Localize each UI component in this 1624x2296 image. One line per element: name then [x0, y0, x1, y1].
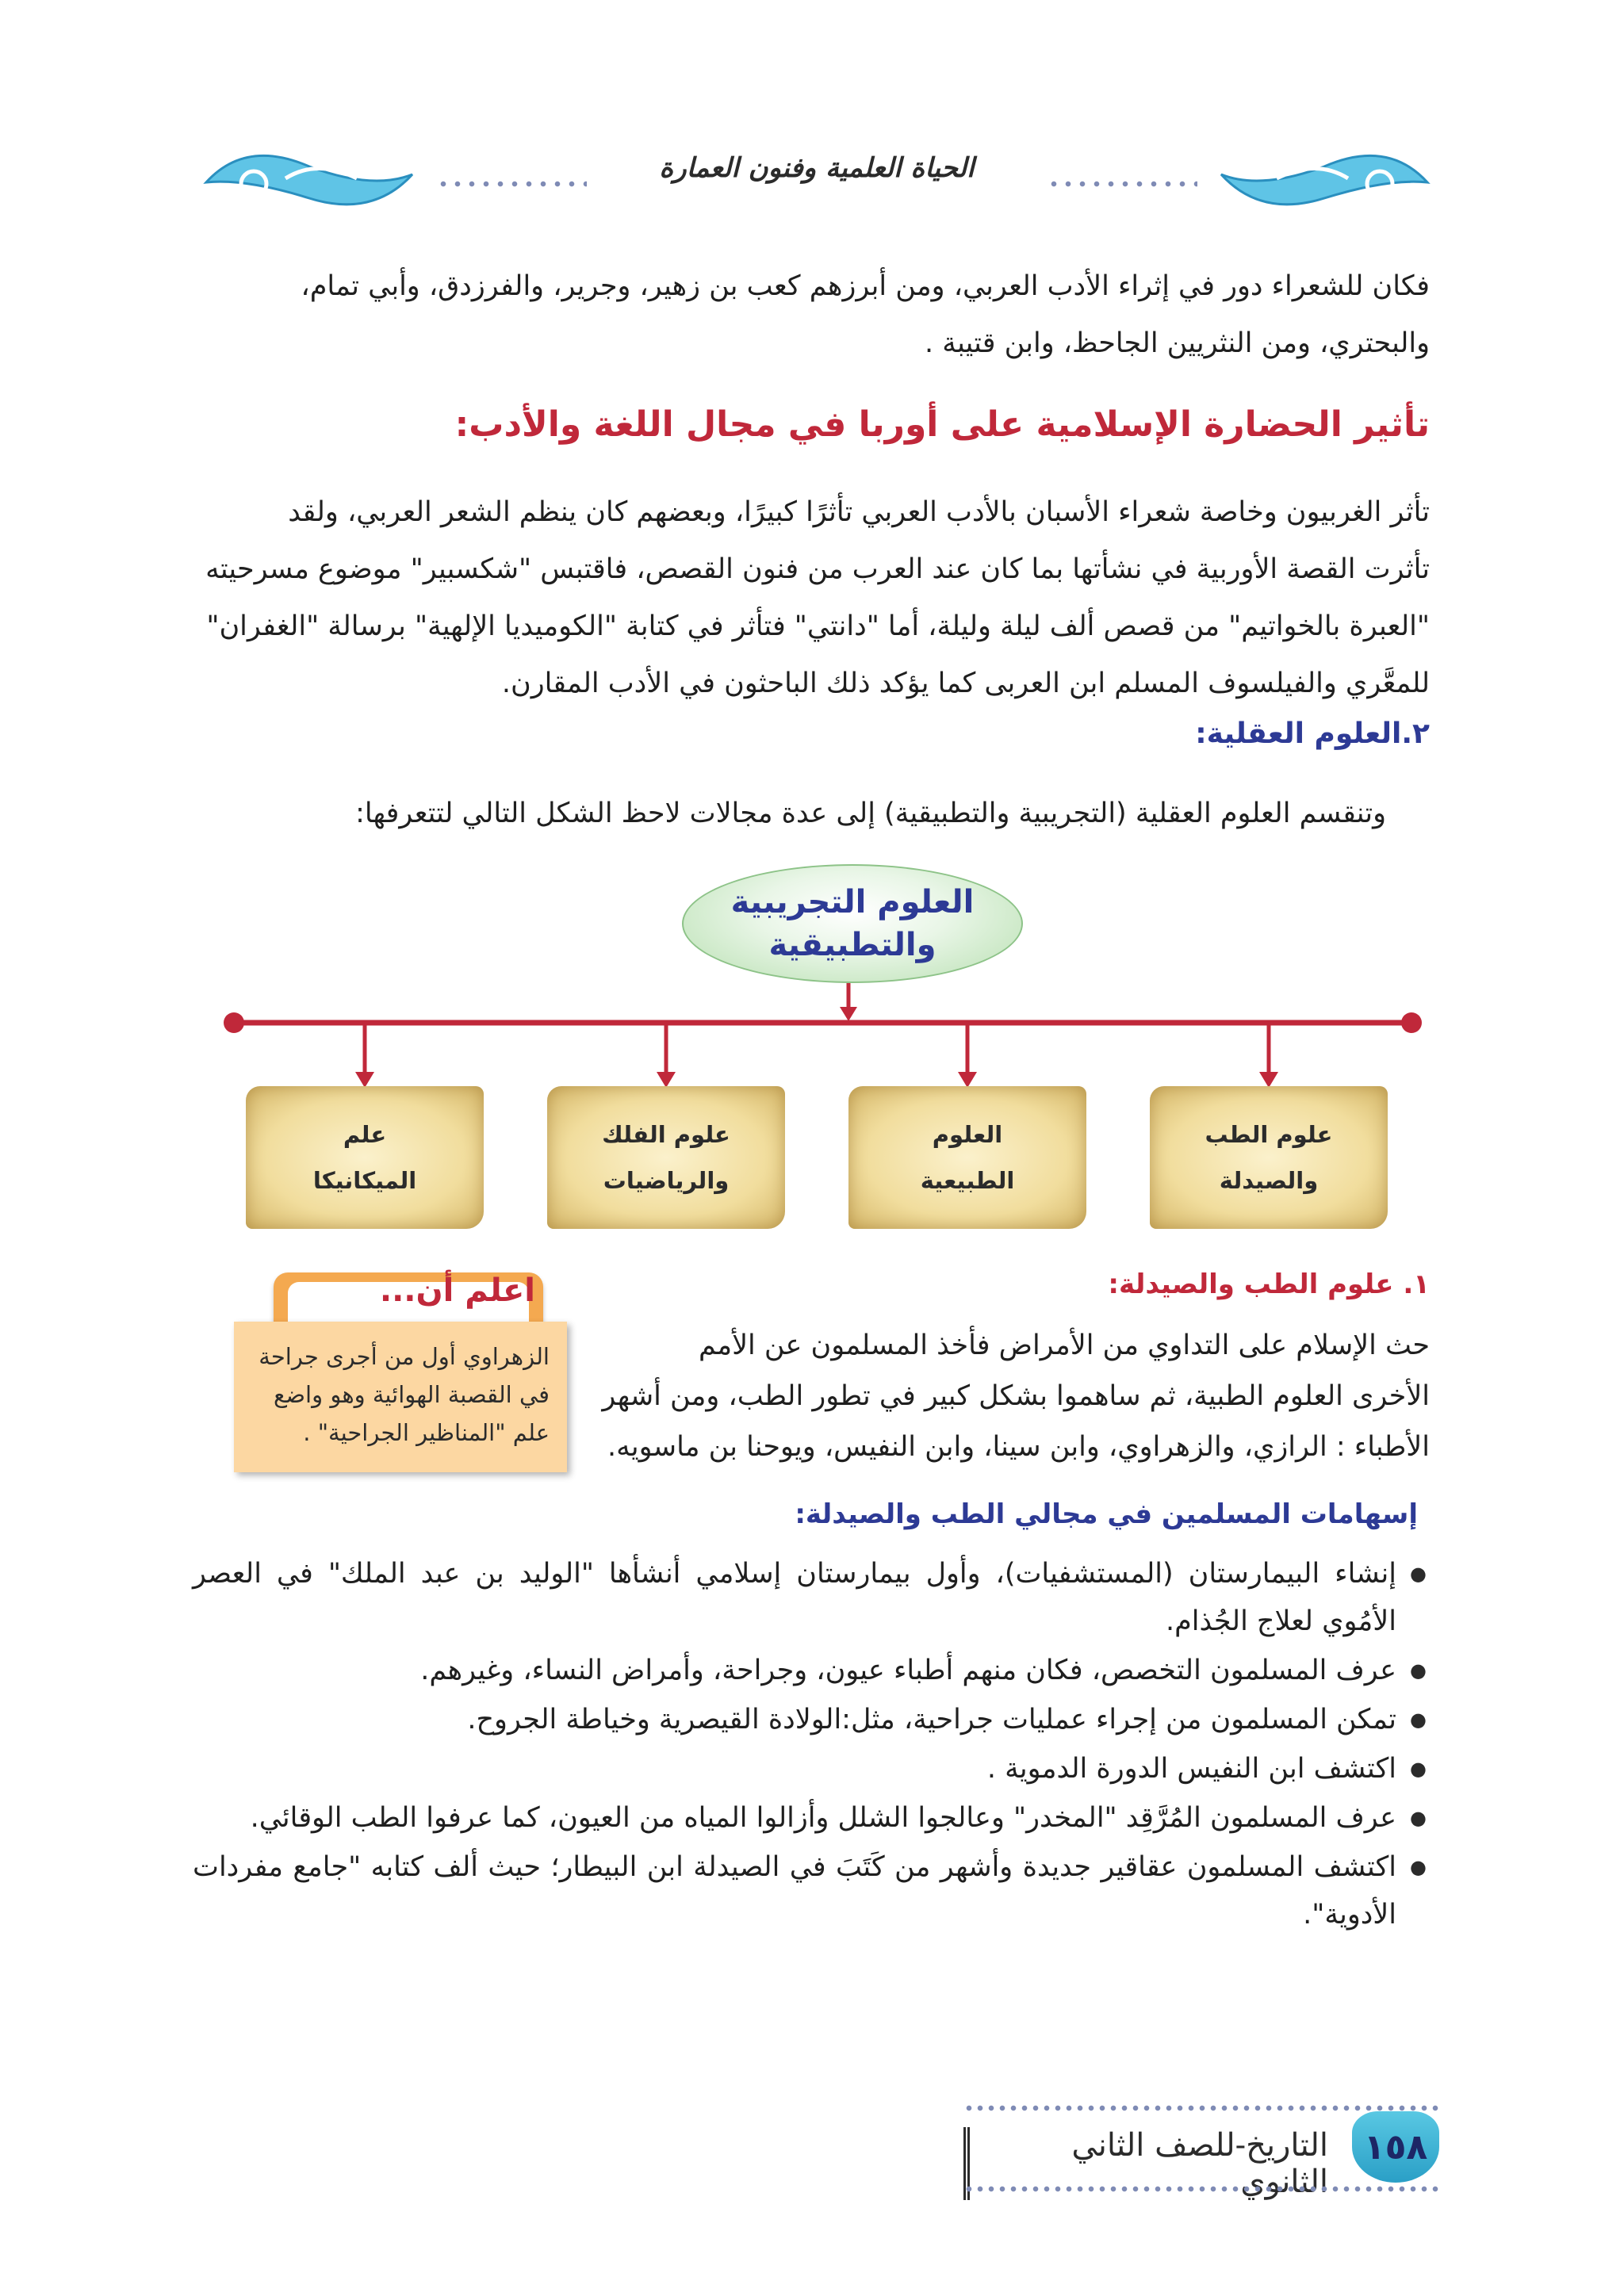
box-mechanics-line-1: علم: [343, 1121, 387, 1148]
list-item: إنشاء البيمارستان (المستشفيات)، وأول بيم…: [193, 1550, 1430, 1645]
note-text: الزهراوي أول من أجرى جراحة في القصبة اله…: [234, 1322, 567, 1472]
note-label: اعلم أن...: [379, 1272, 535, 1309]
diagram-box-astronomy: علوم الفلك والرياضيات: [547, 1086, 785, 1229]
book-title: التاريخ-للصف الثاني الثانوي: [963, 2127, 1328, 2200]
header-dots-right: [1047, 181, 1197, 187]
list-item: عرف المسلمون التخصص، فكان منهم أطباء عيو…: [193, 1647, 1430, 1694]
influence-line-2: تأثرت القصة الأوربية في نشأتها بما كان ع…: [205, 553, 1430, 585]
box-natural-line-2: الطبيعية: [920, 1167, 1015, 1194]
list-item: اكتشف ابن النفيس الدورة الدموية .: [193, 1745, 1430, 1793]
influence-line-4: للمعَّري والفيلسوف المسلم ابن العربى كما…: [501, 668, 1430, 699]
influence-paragraph: تأثر الغربيون وخاصة شعراء الأسبان بالأدب…: [193, 484, 1430, 712]
intro-line-2: والبحتري، ومن النثريين الجاحظ، وابن قتيب…: [925, 327, 1430, 359]
diagram-box-medicine: علوم الطب والصيدلة: [1150, 1086, 1388, 1229]
rational-heading: ٢.العلوم العقلية:: [1195, 718, 1430, 750]
right-ornament-icon: [1220, 154, 1431, 206]
intro-paragraph: فكان للشعراء دور في إثراء الأدب العربي، …: [193, 258, 1430, 372]
influence-heading: تأثير الحضارة الإسلامية على أوربا في مجا…: [454, 404, 1430, 445]
diagram-connectors: [224, 983, 1422, 1088]
page-number: ١٥٨: [1352, 2111, 1439, 2183]
medicine-line-1: حث الإسلام على التداوي من الأمراض فأخذ ا…: [699, 1330, 1430, 1361]
header-dots-left: [436, 181, 587, 187]
box-astronomy-line-2: والرياضيات: [603, 1167, 730, 1194]
page-header: الحياة العلمية وفنون العمارة: [198, 135, 1435, 230]
rational-text: وتنقسم العلوم العقلية (التجريبية والتطبي…: [355, 798, 1386, 829]
medicine-heading: ١. علوم الطب والصيدلة:: [1108, 1269, 1430, 1300]
diagram-box-natural: العلوم الطبيعية: [848, 1086, 1086, 1229]
medicine-line-2: الأخرى العلوم الطبية، ثم ساهموا بشكل كبي…: [602, 1380, 1430, 1412]
box-mechanics-line-2: الميكانيكا: [312, 1167, 417, 1194]
page-footer: التاريخ-للصف الثاني الثانوي ١٥٨: [963, 2105, 1439, 2200]
box-natural-line-1: العلوم: [932, 1121, 1003, 1148]
contributions-list: إنشاء البيمارستان (المستشفيات)، وأول بيم…: [193, 1550, 1430, 1940]
box-astronomy-line-1: علوم الفلك: [602, 1121, 730, 1148]
list-item: اكتشف المسلمون عقاقير جديدة وأشهر من كَت…: [193, 1843, 1430, 1938]
contributions-heading: إسهامات المسلمين في مجالي الطب والصيدلة:: [795, 1498, 1418, 1530]
sciences-diagram: العلوم التجريبية والتطبيقية علوم الطب وا…: [222, 864, 1427, 1229]
root-label-2: والتطبيقية: [768, 927, 936, 963]
list-item: عرف المسلمون المُرَّقِد "المخدر" وعالجوا…: [193, 1794, 1430, 1842]
box-medicine-line-2: والصيدلة: [1219, 1167, 1319, 1194]
influence-line-3: "العبرة بالخواتيم" من قصص ألف ليلة وليلة…: [206, 610, 1430, 642]
did-you-know-note: اعلم أن... الزهراوي أول من أجرى جراحة في…: [234, 1272, 567, 1479]
list-item: تمكن المسلمون من إجراء عمليات جراحية، مث…: [193, 1696, 1430, 1743]
medicine-paragraph: حث الإسلام على التداوي من الأمراض فأخذ ا…: [550, 1320, 1430, 1472]
diagram-box-mechanics: علم الميكانيكا: [246, 1086, 484, 1229]
header-title: الحياة العلمية وفنون العمارة: [659, 152, 975, 184]
medicine-line-3: الأطباء : الرازي، والزهراوي، وابن سينا، …: [607, 1431, 1430, 1463]
note-tab: اعلم أن...: [274, 1272, 543, 1330]
intro-line-1: فكان للشعراء دور في إثراء الأدب العربي، …: [301, 270, 1430, 302]
box-medicine-line-1: علوم الطب: [1205, 1121, 1333, 1148]
diagram-root-node: العلوم التجريبية والتطبيقية: [682, 864, 1023, 983]
influence-line-1: تأثر الغربيون وخاصة شعراء الأسبان بالأدب…: [288, 496, 1430, 528]
left-ornament-icon: [203, 154, 414, 206]
root-label-1: العلوم التجريبية: [730, 884, 975, 920]
